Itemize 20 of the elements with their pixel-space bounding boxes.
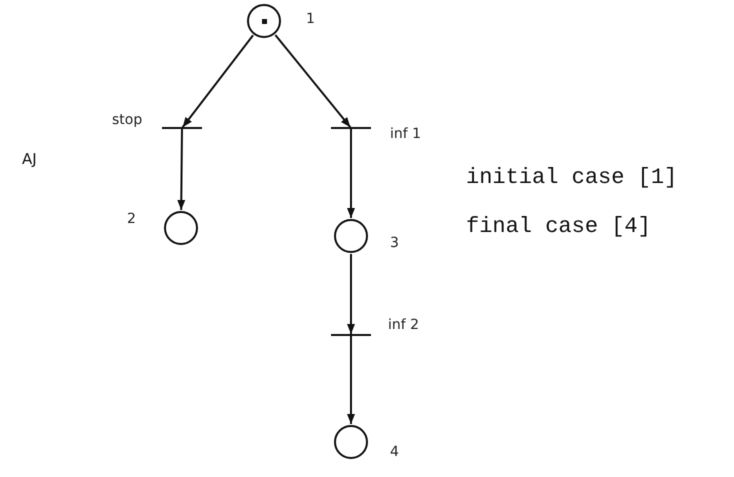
- node-label: inf 1: [390, 127, 422, 141]
- place-circle: [334, 425, 368, 459]
- arrow: [177, 128, 186, 210]
- note-text: AJ: [22, 152, 37, 167]
- note-text: initial case [1]: [466, 167, 678, 189]
- node-label: inf 2: [388, 318, 420, 332]
- place-circle: [164, 211, 198, 245]
- node-label: 3: [390, 236, 399, 250]
- place-circle: [334, 219, 368, 253]
- arrow: [182, 34, 254, 128]
- arrow: [347, 128, 355, 218]
- place-circle: [247, 4, 281, 38]
- note-text: final case [4]: [466, 216, 651, 238]
- node-label: stop: [112, 113, 142, 127]
- arrow: [347, 335, 355, 424]
- arrow: [347, 254, 355, 334]
- node-label: 2: [127, 212, 136, 226]
- arrow: [274, 34, 352, 128]
- node-label: 4: [390, 445, 399, 459]
- node-label: 1: [306, 12, 315, 26]
